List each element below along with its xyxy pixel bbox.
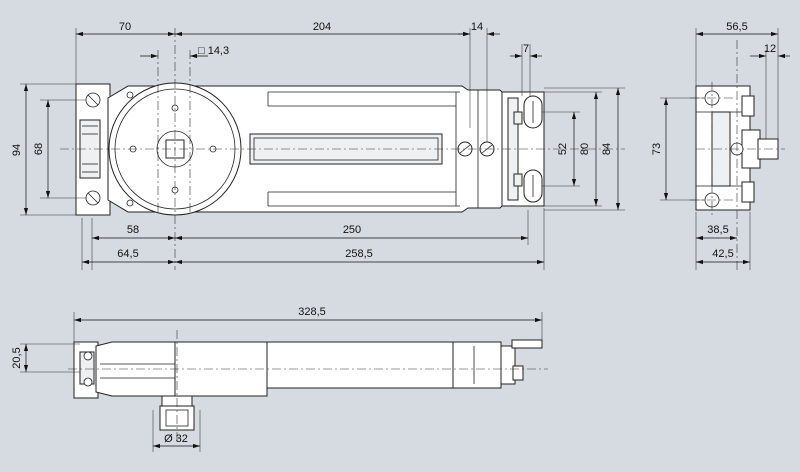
- dim-204: 204: [313, 21, 331, 33]
- dim-80: 80: [579, 143, 591, 155]
- dim-38-5: 38,5: [707, 224, 728, 236]
- dim-94: 94: [11, 144, 23, 156]
- dim-58: 58: [127, 224, 139, 236]
- dim-square-14-3: □ 14,3: [198, 45, 229, 57]
- top-view: [60, 28, 625, 270]
- front-body-2: [266, 341, 454, 389]
- dim-84: 84: [601, 143, 613, 155]
- dim-70: 70: [119, 21, 131, 33]
- front-valve-block: [452, 341, 502, 389]
- dim-250: 250: [343, 224, 361, 236]
- dim-7: 7: [523, 43, 529, 55]
- dim-56-5: 56,5: [726, 21, 747, 33]
- side-view-dimensions: 56,5 12 73 38,5 42,5: [651, 21, 790, 270]
- front-view-dimensions: 328,5 20,5 Ø 32: [11, 306, 543, 452]
- dim-328-5: 328,5: [298, 306, 326, 318]
- top-view-dimensions: 70 204 14 7 □ 14,3 94 68 52 80 84: [11, 21, 625, 270]
- dim-diameter-32: Ø 32: [164, 433, 188, 445]
- dim-68: 68: [33, 143, 45, 155]
- dim-64-5: 64,5: [117, 248, 138, 260]
- dim-14: 14: [471, 21, 483, 33]
- side-view: [690, 40, 785, 270]
- dim-258-5: 258,5: [345, 248, 373, 260]
- dim-52: 52: [557, 143, 569, 155]
- front-end-cap: [500, 345, 516, 385]
- dim-20-5: 20,5: [11, 347, 23, 368]
- dim-42-5: 42,5: [712, 248, 733, 260]
- dim-73: 73: [651, 143, 663, 155]
- dim-12: 12: [764, 43, 776, 55]
- front-view: [68, 330, 548, 440]
